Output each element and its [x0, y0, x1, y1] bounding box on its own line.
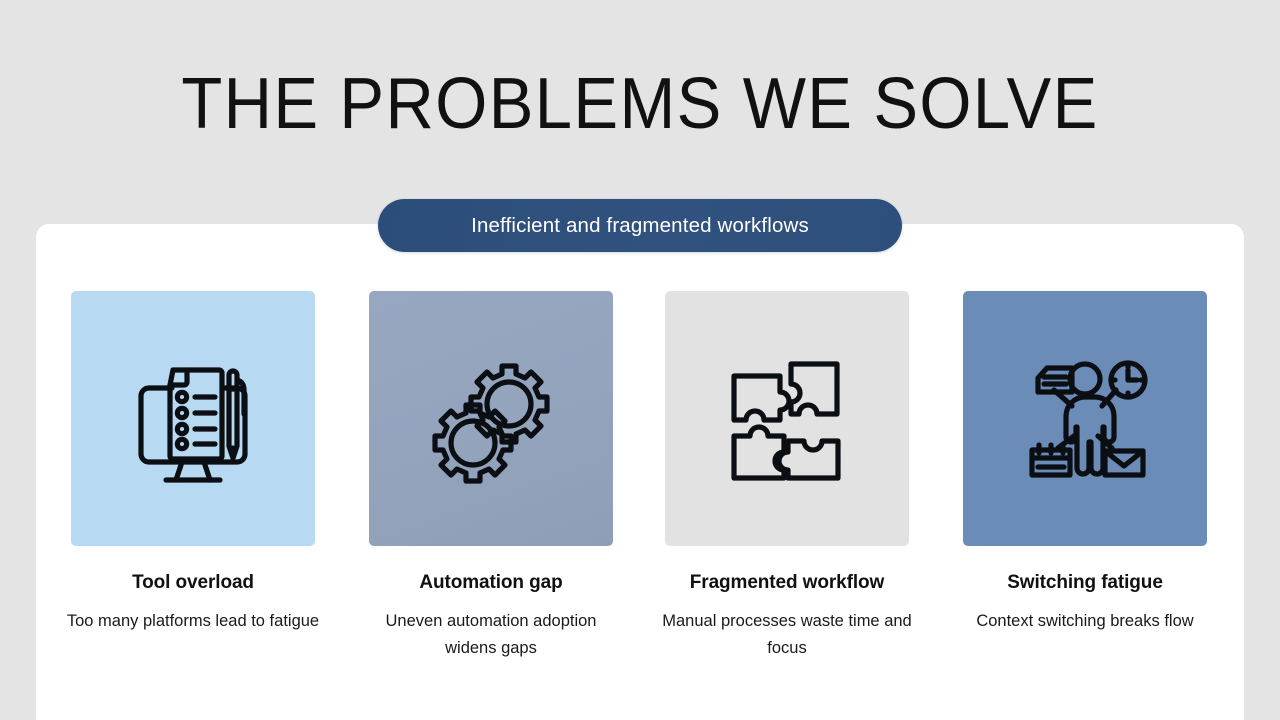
gears-icon [416, 344, 566, 494]
problem-card-description: Context switching breaks flow [976, 612, 1194, 630]
problem-card: Switching fatigue Context switching brea… [963, 291, 1207, 635]
problem-card: Automation gap Uneven automation adoptio… [369, 291, 613, 662]
icon-tile [963, 291, 1207, 546]
monitor-checklist-pen-icon [118, 344, 268, 494]
problem-card-title: Fragmented workflow [689, 572, 885, 593]
section-banner-label: Inefficient and fragmented workflows [471, 213, 809, 237]
problem-card-title: Switching fatigue [1007, 572, 1163, 593]
problem-card-description: Too many platforms lead to fatigue [66, 612, 320, 630]
icon-tile [369, 291, 613, 546]
page-title: THE PROBLEMS WE SOLVE [181, 64, 1099, 144]
problem-card: Fragmented workflow Manual processes was… [662, 291, 912, 662]
puzzle-pieces-icon [712, 344, 862, 494]
problem-card-description: Manual processes waste time and focus [662, 612, 912, 657]
section-banner: Inefficient and fragmented workflows [378, 199, 902, 252]
problem-card: Tool overload Too many platforms lead to… [67, 291, 319, 635]
problem-card-title: Automation gap [419, 572, 563, 593]
icon-tile [71, 291, 315, 546]
icon-tile [665, 291, 909, 546]
problem-card-description: Uneven automation adoption widens gaps [385, 612, 597, 657]
person-multitasking-icon [1010, 344, 1160, 494]
problem-card-title: Tool overload [132, 572, 254, 593]
problem-card-row: Tool overload Too many platforms lead to… [36, 291, 1244, 671]
